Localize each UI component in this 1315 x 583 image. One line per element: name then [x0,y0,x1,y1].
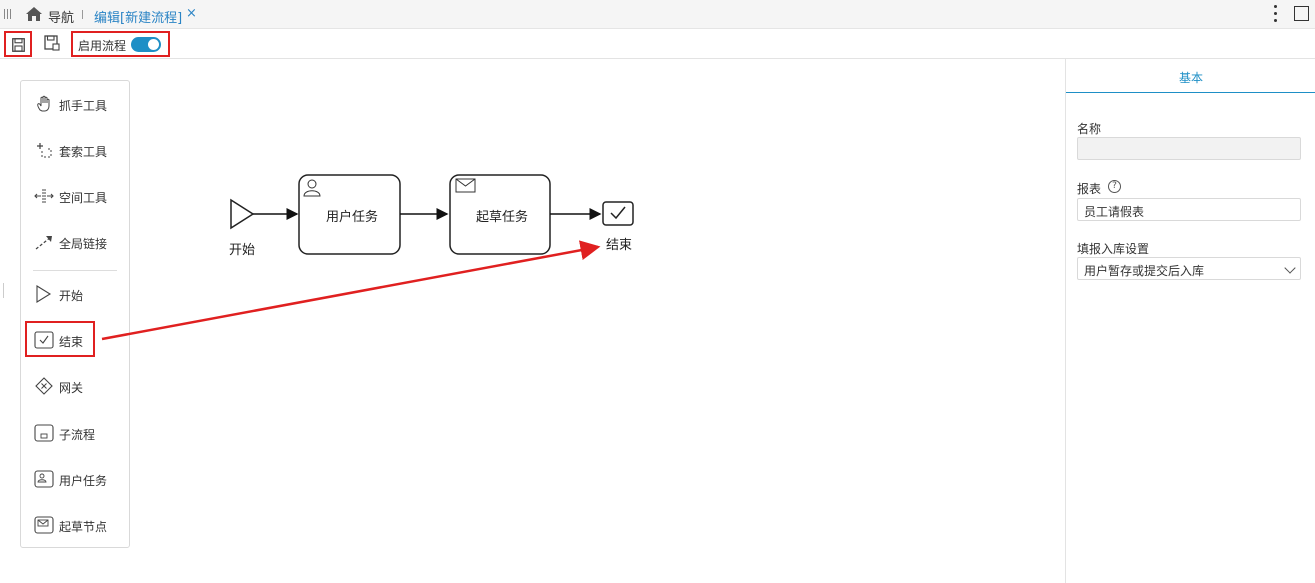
end-event-check-icon [610,206,626,220]
user-task-icon [34,470,54,488]
draft-task-label: 起草任务 [476,210,529,225]
space-icon [34,189,54,203]
tab-separator [82,10,83,19]
storage-setting-label: 填报入库设置 [1077,242,1150,256]
maximize-icon[interactable] [1294,6,1309,21]
palette-item-draft-node[interactable]: 起草节点 [21,510,129,540]
hand-icon [37,95,50,112]
user-task-person-icon [303,179,321,197]
palette-item-label: 子流程 [59,428,96,442]
properties-panel: 基本 名称 报表 ? 员工请假表 填报入库设置 用户暂存或提交后入库 [1065,59,1315,583]
enable-process-label: 启用流程 [78,39,127,53]
enable-process-control: 启用流程 [71,31,170,57]
palette-item-label: 起草节点 [59,520,108,534]
help-icon[interactable]: ? [1108,180,1121,193]
panel-splitter[interactable] [3,283,4,298]
active-tab-label[interactable]: 编辑[新建流程] [94,11,183,26]
draft-node-icon [34,516,54,534]
home-icon[interactable] [25,6,43,22]
palette-item-space-tool[interactable]: 空间工具 [21,181,129,211]
tab-close-icon[interactable]: × [186,6,197,21]
gateway-icon [35,377,53,395]
palette-item-label: 抓手工具 [59,99,108,113]
tool-palette: 抓手工具 套索工具 空间工具 全局链接 开始 结束 [20,80,130,548]
storage-setting-value: 用户暂存或提交后入库 [1084,264,1205,278]
start-event-icon [36,285,52,303]
lasso-icon [37,143,52,158]
palette-divider [33,270,117,271]
save-icon [12,38,25,52]
start-event-shape[interactable] [230,198,255,230]
start-event-label: 开始 [229,243,256,258]
tab-bar: 导航 编辑[新建流程] × [0,0,1315,29]
palette-item-lasso-tool[interactable]: 套索工具 [21,135,129,165]
palette-item-end[interactable]: 结束 [21,325,129,355]
end-event-icon [34,331,54,349]
tab-basic-label: 基本 [1178,71,1203,85]
subprocess-icon [34,424,54,442]
report-field-label: 报表 [1077,182,1102,196]
connect-icon [35,236,52,250]
save-as-icon[interactable] [44,35,60,51]
palette-item-label: 全局链接 [59,237,108,251]
storage-setting-select[interactable]: 用户暂存或提交后入库 [1077,257,1301,280]
nav-tab-label[interactable]: 导航 [48,11,75,26]
toolbar: 启用流程 [0,29,1315,59]
palette-item-subprocess[interactable]: 子流程 [21,418,129,448]
save-button[interactable] [4,31,32,57]
palette-item-label: 开始 [59,289,84,303]
name-field[interactable] [1077,137,1301,160]
report-field[interactable]: 员工请假表 [1077,198,1301,221]
more-options-icon[interactable] [1272,5,1278,23]
drag-handle-icon[interactable] [4,9,12,19]
palette-item-user-task[interactable]: 用户任务 [21,464,129,494]
palette-item-start[interactable]: 开始 [21,279,129,309]
draft-task-envelope-icon [455,178,476,193]
name-field-label: 名称 [1077,122,1102,136]
tab-basic[interactable]: 基本 [1066,59,1315,93]
end-item-highlight [25,321,95,357]
palette-item-label: 网关 [59,381,84,395]
toggle-knob [148,39,159,50]
palette-item-label: 空间工具 [59,191,108,205]
enable-process-toggle[interactable] [131,37,161,52]
palette-item-label: 结束 [59,335,84,349]
palette-item-global-connect[interactable]: 全局链接 [21,227,129,257]
palette-item-hand-tool[interactable]: 抓手工具 [21,89,129,119]
annotation-arrow [101,240,601,341]
chevron-down-icon [1284,262,1296,274]
end-event-shape[interactable] [602,201,634,226]
palette-item-label: 套索工具 [59,145,108,159]
palette-item-label: 用户任务 [59,474,108,488]
end-event-label: 结束 [606,238,633,253]
user-task-label: 用户任务 [326,210,379,225]
palette-item-gateway[interactable]: 网关 [21,371,129,401]
